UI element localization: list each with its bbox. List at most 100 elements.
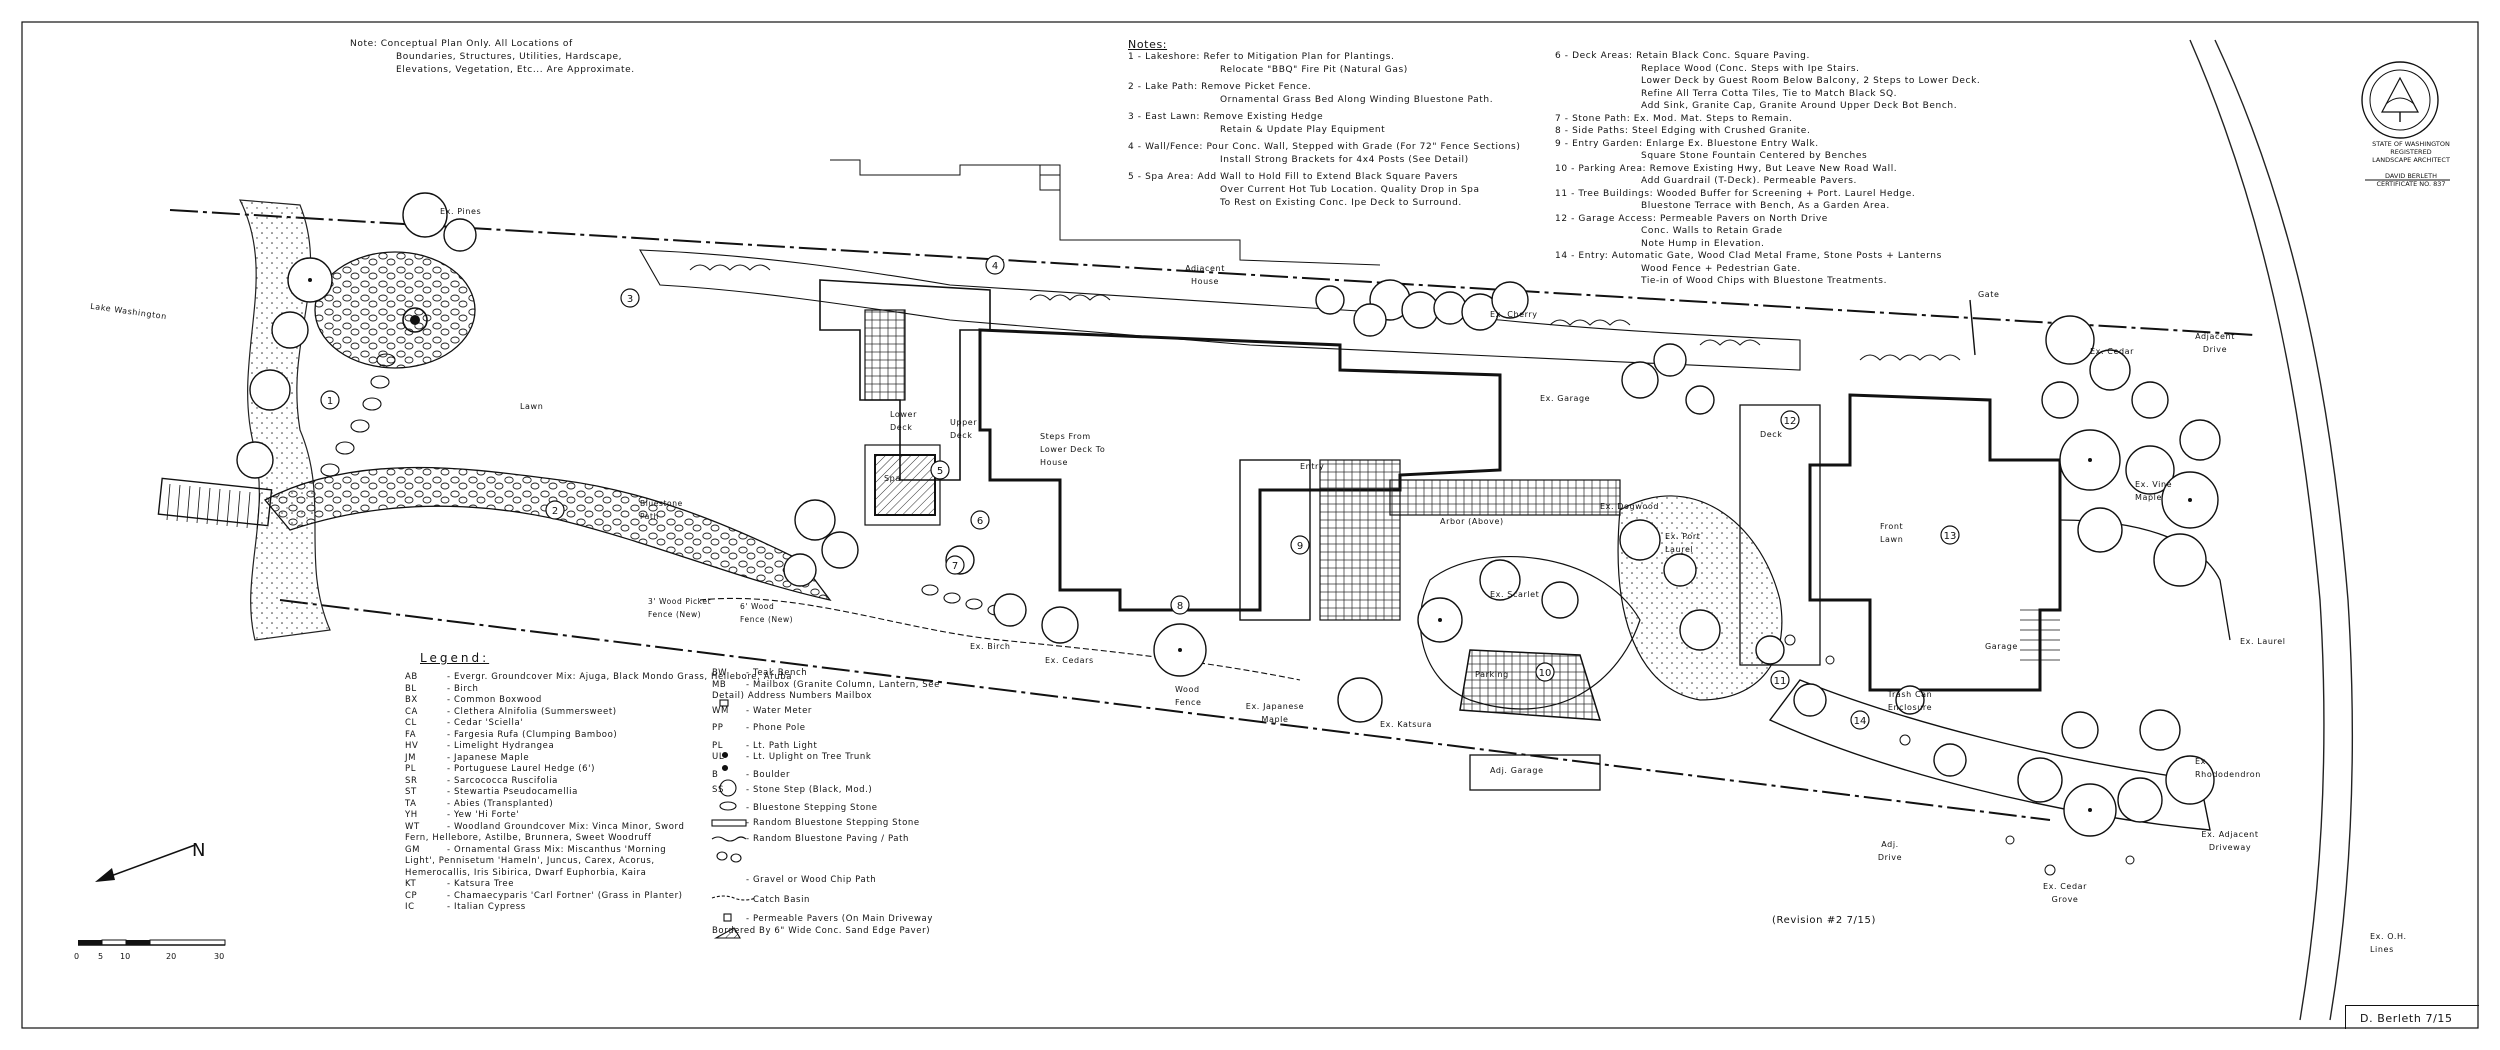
note-item: Tie-in of Wood Chips with Bluestone Trea… — [1641, 276, 1888, 286]
legend-code: SR — [405, 775, 418, 786]
legend-row: PL - Lt. Path Light — [712, 741, 1012, 753]
legend-text: - Katsura Tree — [447, 879, 515, 889]
legend-code: CP — [405, 890, 418, 901]
legend-code: B — [712, 769, 719, 780]
stamp-cert: CERTIFICATE NO. 837 — [2376, 180, 2446, 188]
label-bluestone-path: Bluestone Path — [640, 499, 683, 521]
legend-code: UL — [712, 752, 725, 762]
label-wood-fence: Wood Fence — [1175, 685, 1202, 707]
note-item: 14 - Entry: Automatic Gate, Wood Clad Me… — [1555, 251, 1942, 261]
deck-outline — [819, 279, 991, 481]
svg-text:4: 4 — [992, 261, 998, 272]
note-item: Add Sink, Granite Cap, Granite Around Up… — [1641, 101, 1958, 111]
note-item: 1 - Lakeshore: Refer to Mitigation Plan … — [1128, 52, 1395, 62]
legend-text: - Yew 'Hi Forte' — [447, 810, 520, 820]
adjacent-garage-box — [1469, 754, 1601, 791]
legend-code: WT — [405, 821, 420, 832]
entry-pavers — [1319, 459, 1401, 621]
legend-text: - Bluestone Stepping Stone — [746, 802, 878, 813]
legend-code: PP — [712, 723, 724, 733]
label-ex-garage: Ex. Garage — [1540, 394, 1591, 403]
scale-bar — [78, 939, 226, 946]
legend-code: ST — [405, 787, 417, 797]
stamp-state: STATE OF WASHINGTON — [2372, 140, 2450, 148]
shrubs-north — [689, 264, 1961, 361]
scale-tick: 30 — [214, 952, 225, 961]
legend-code: PL — [712, 740, 724, 751]
legend-symbols — [711, 699, 757, 939]
label-adj-garage: Adj. Garage — [1490, 766, 1544, 775]
legend-row: BW- Teak Bench — [712, 668, 1012, 680]
svg-text:2: 2 — [552, 506, 558, 517]
legend-row: SR - Sarcococca Ruscifolia — [405, 776, 705, 788]
garage-building — [1808, 393, 2062, 692]
legend-text: - Cedar 'Sciella' — [447, 718, 524, 728]
legend-text: - Water Meter — [746, 705, 813, 716]
legend-text: - Limelight Hydrangea — [447, 741, 555, 751]
legend-row: - Permeable Pavers (On Main Driveway Bor… — [712, 914, 962, 937]
legend-text: - Italian Cypress — [447, 902, 526, 912]
legend-text: - Phone Pole — [746, 723, 806, 733]
legend-row: GM- Ornamental Grass Mix: Miscanthus 'Mo… — [405, 845, 695, 880]
note-item: 10 - Parking Area: Remove Existing Hwy, … — [1555, 163, 1898, 174]
signature: D. Berleth 7/15 — [2360, 1012, 2453, 1025]
legend-code: JM — [405, 752, 417, 763]
lower-deck-stairs — [864, 309, 906, 401]
label-ex-pines: Ex. Pines — [440, 207, 482, 216]
bluestone-path — [263, 466, 832, 602]
legend-column-2: BW- Teak Bench MB- Mailbox (Granite Colu… — [712, 668, 1012, 937]
legend-text: - Boulder — [746, 769, 791, 780]
label-ex-japanese-maple: Ex. Japanese Maple — [1245, 702, 1305, 724]
svg-text:8: 8 — [1177, 601, 1183, 612]
note-item: Replace Wood (Conc. Steps with Ipe Stair… — [1641, 63, 1860, 74]
label-parking: Parking — [1475, 670, 1509, 679]
label-ex-adjacent-driveway: Ex. Adjacent Driveway — [2201, 830, 2259, 852]
legend-row: B - Boulder — [712, 770, 1012, 782]
legend-text: - Random Bluestone Paving / Path — [746, 833, 910, 844]
note-item: Square Stone Fountain Centered by Benche… — [1641, 151, 1868, 161]
legend-text: - Japanese Maple — [447, 752, 530, 763]
legend-text: - Random Bluestone Stepping Stone — [746, 818, 920, 828]
legend-row: JM - Japanese Maple — [405, 753, 705, 765]
legend-text: - Lt. Path Light — [746, 740, 818, 751]
legend-text: - Sarcococca Ruscifolia — [447, 775, 558, 786]
note-item: Install Strong Brackets for 4x4 Posts (S… — [1220, 155, 1469, 165]
label-lawn: Lawn — [520, 402, 544, 411]
note-item: Relocate "BBQ" Fire Pit (Natural Gas) — [1220, 65, 1408, 75]
svg-text:1: 1 — [327, 396, 333, 407]
trees — [236, 192, 2221, 837]
note-item: 11 - Tree Buildings: Wooded Buffer for S… — [1555, 188, 1916, 199]
note-line: Note: Conceptual Plan Only. All Location… — [350, 39, 573, 49]
legend-row: BX- Common Boxwood — [405, 695, 705, 707]
legend-code: CL — [405, 718, 417, 728]
dock — [157, 477, 273, 530]
legend-row: - Bluestone Stepping Stone — [712, 803, 1012, 815]
legend-code: BW — [712, 668, 728, 678]
legend-text: - Catch Basin — [746, 894, 811, 905]
svg-text:14: 14 — [1854, 716, 1867, 727]
turnaround-drive — [1419, 556, 1641, 710]
stamp-registered: REGISTERED — [2390, 148, 2432, 156]
arbor — [1389, 479, 1621, 516]
legend-row: - Gravel or Wood Chip Path — [712, 875, 1012, 887]
legend-text: - Clethera Alnifolia (Summersweet) — [447, 706, 617, 717]
note-item: Wood Fence + Pedestrian Gate. — [1641, 263, 1801, 274]
note-item: Lower Deck by Guest Room Below Balcony, … — [1641, 76, 1981, 86]
label-adj-drive: Adj. Drive — [1877, 840, 1903, 862]
svg-text:5: 5 — [937, 466, 943, 477]
note-item: Bluestone Terrace with Bench, As a Garde… — [1641, 201, 1890, 211]
legend-code: BL — [405, 683, 417, 694]
legend-row: HV- Limelight Hydrangea — [405, 741, 705, 753]
legend-row: PL- Portuguese Laurel Hedge (6') — [405, 764, 705, 776]
legend-text: - Abies (Transplanted) — [447, 798, 554, 809]
legend-code: CA — [405, 706, 418, 717]
legend-title: Legend: — [420, 651, 490, 665]
label-ex-cedar-grove: Ex. Cedar Grove — [2042, 882, 2088, 904]
note-item: 4 - Wall/Fence: Pour Conc. Wall, Stepped… — [1128, 142, 1521, 152]
legend-row: PP - Phone Pole — [712, 723, 1012, 735]
note-item: 6 - Deck Areas: Retain Black Conc. Squar… — [1555, 51, 1810, 61]
legend-row: UL- Lt. Uplight on Tree Trunk — [712, 752, 1012, 764]
label-ex-dogwood: Ex. Dogwood — [1600, 502, 1660, 511]
label-ex-vine-maple: Ex. Vine Maple — [2135, 480, 2173, 502]
